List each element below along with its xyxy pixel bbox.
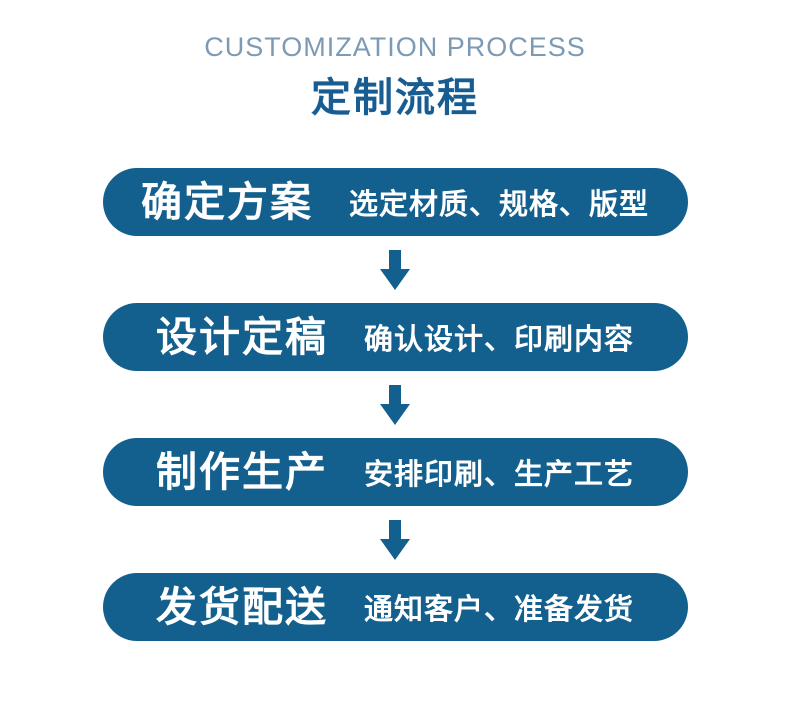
arrow-row-2: [379, 371, 411, 438]
step-name: 设计定稿: [155, 313, 328, 360]
step-pill-2: 设计定稿 确认设计、印刷内容: [102, 303, 688, 371]
arrow-row-3: [379, 506, 411, 573]
step-pill-1: 确定方案 选定材质、规格、版型: [102, 168, 688, 236]
step-name: 确定方案: [140, 178, 313, 225]
process-subtitle-en: CUSTOMIZATION PROCESS: [204, 32, 586, 62]
step-pill-4: 发货配送 通知客户、准备发货: [102, 573, 688, 641]
down-arrow-icon: [380, 519, 410, 560]
down-arrow-icon: [380, 384, 410, 425]
step-desc: 通知客户、准备发货: [363, 594, 634, 626]
step-desc: 选定材质、规格、版型: [348, 189, 649, 221]
step-name: 制作生产: [155, 448, 328, 495]
down-arrow-icon: [380, 249, 410, 290]
step-pill-3: 制作生产 安排印刷、生产工艺: [102, 438, 688, 506]
step-desc: 安排印刷、生产工艺: [363, 459, 634, 491]
arrow-row-1: [379, 236, 411, 303]
process-title-cn: 定制流程: [311, 76, 479, 120]
process-steps: 确定方案 选定材质、规格、版型 设计定稿 确认设计、印刷内容 制作生产 安排印刷…: [102, 168, 688, 641]
step-name: 发货配送: [155, 583, 328, 630]
step-desc: 确认设计、印刷内容: [363, 324, 634, 356]
